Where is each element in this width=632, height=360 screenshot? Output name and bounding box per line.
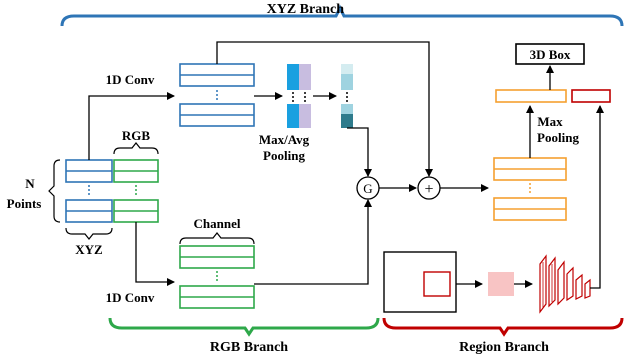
rgb-input-block xyxy=(113,159,159,223)
channel-brace xyxy=(179,232,255,245)
maxavg-label-2: Pooling xyxy=(263,148,305,163)
maxpool-label-2: Pooling xyxy=(537,130,579,145)
arrow-cnn-to-pooled xyxy=(590,105,604,289)
xyz-input-block xyxy=(65,159,113,223)
xyz-input-brace xyxy=(65,227,113,240)
conv-top-label: 1D Conv xyxy=(106,72,155,87)
maxpool-label-1: Max xyxy=(537,114,563,129)
pooled-feature-vector xyxy=(341,64,353,128)
rgb-conv-features xyxy=(179,245,255,309)
xyz-branch-label: XYZ Branch xyxy=(267,2,345,17)
fused-features xyxy=(493,157,567,221)
arrow-rgb-to-conv xyxy=(135,222,175,286)
xyz-branch-brace xyxy=(60,4,624,27)
rgb-input-brace xyxy=(113,142,159,155)
cnn-block xyxy=(539,254,591,314)
arrow-xyz-to-conv xyxy=(88,92,175,160)
region-branch-brace xyxy=(382,317,624,337)
arrow-skip-to-plus xyxy=(216,41,433,177)
region-branch-label: Region Branch xyxy=(459,340,549,355)
n-label: N xyxy=(25,176,35,191)
rgb-branch-brace xyxy=(108,317,380,337)
arrow-rgbconv-to-gate xyxy=(254,199,372,285)
conv-bottom-label: 1D Conv xyxy=(106,290,155,305)
pooled-region-feature xyxy=(571,89,611,103)
maxavg-pool-features xyxy=(287,64,311,128)
rgb-branch-label: RGB Branch xyxy=(210,340,288,355)
n-points-brace xyxy=(48,159,61,223)
gate-label: G xyxy=(363,181,372,196)
region-image xyxy=(383,251,457,313)
region-roi-box xyxy=(423,271,451,297)
box3d-label: 3D Box xyxy=(530,47,571,62)
xyz-conv-features xyxy=(179,63,255,127)
plus-label: + xyxy=(424,181,433,198)
maxavg-label-1: Max/Avg xyxy=(259,132,310,147)
box3d-output xyxy=(515,43,585,65)
pooled-point-feature xyxy=(495,89,567,103)
rgb-input-label: RGB xyxy=(122,128,151,143)
arrow-vec-to-gate xyxy=(347,127,372,177)
xyz-input-label: XYZ xyxy=(75,242,103,257)
points-label: Points xyxy=(7,196,42,211)
roi-crop xyxy=(488,272,514,296)
channel-label: Channel xyxy=(194,216,241,231)
